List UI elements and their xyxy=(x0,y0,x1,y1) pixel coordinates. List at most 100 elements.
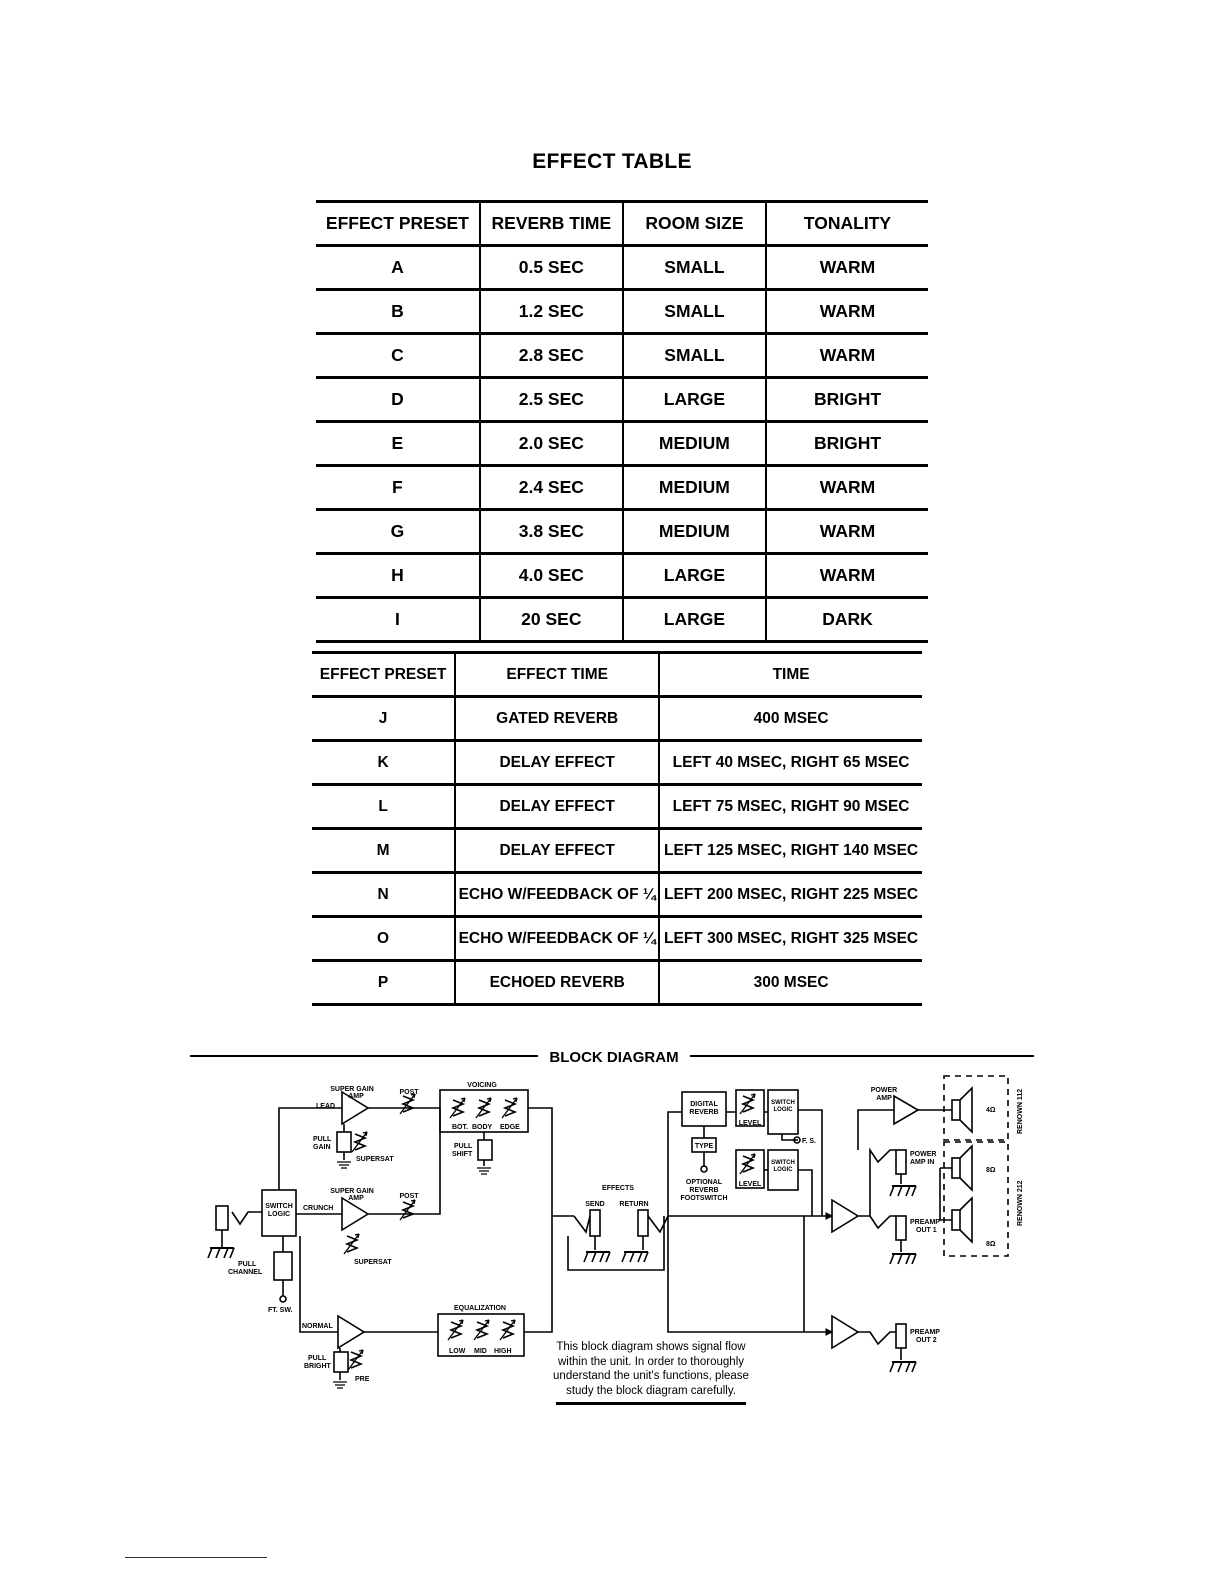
table-cell: B xyxy=(316,289,480,335)
table-cell: F xyxy=(316,465,480,511)
table-cell: MEDIUM xyxy=(621,509,766,555)
table-cell: LARGE xyxy=(621,377,766,423)
table-cell: DELAY EFFECT xyxy=(454,828,660,874)
table-cell: 2.4 SEC xyxy=(478,465,623,511)
table-cell: ECHOED REVERB xyxy=(454,960,660,1006)
table-cell: E xyxy=(316,421,480,467)
effect-table-header-row: EFFECT PRESET REVERB TIME ROOM SIZE TONA… xyxy=(316,200,928,247)
table-cell: M xyxy=(312,828,456,874)
label-ohm-8b: 8Ω xyxy=(986,1241,996,1248)
table-cell: LARGE xyxy=(621,597,766,643)
label-bright: BRIGHT xyxy=(304,1363,332,1370)
label-channel: CHANNEL xyxy=(228,1269,263,1276)
table-cell: 4.0 SEC xyxy=(478,553,623,599)
label-preamp-1: PREAMP xyxy=(910,1219,940,1226)
table-cell: O xyxy=(312,916,456,962)
label-ft-sw: FT. SW. xyxy=(268,1307,293,1314)
label-out1: OUT 1 xyxy=(916,1227,937,1234)
label-body: BODY xyxy=(472,1124,493,1131)
header-tonality: TONALITY xyxy=(764,200,928,247)
table-cell: MEDIUM xyxy=(621,421,766,467)
table-cell: LEFT 125 MSEC, RIGHT 140 MSEC xyxy=(658,828,922,874)
label-edge: EDGE xyxy=(500,1124,520,1131)
table-cell: I xyxy=(316,597,480,643)
caption-underline xyxy=(556,1402,746,1405)
label-renown-212: RENOWN 212 xyxy=(1017,1180,1024,1226)
label-supersat-2: SUPERSAT xyxy=(354,1259,392,1266)
caption-line-1: This block diagram shows signal flow xyxy=(556,1341,746,1353)
effect-table-title: EFFECT TABLE xyxy=(532,150,692,173)
block-diagram-title: BLOCK DIAGRAM xyxy=(549,1049,678,1066)
label-preamp-2: PREAMP xyxy=(910,1329,940,1336)
table-cell: DELAY EFFECT xyxy=(454,784,660,830)
table-cell: LARGE xyxy=(621,553,766,599)
caption-line-3: understand the unit's functions, please xyxy=(553,1370,749,1382)
label-power-2: POWER xyxy=(910,1151,936,1158)
table-cell: 20 SEC xyxy=(478,597,623,643)
label-pull-bright: PULL xyxy=(308,1355,327,1362)
table-cell: DARK xyxy=(764,597,928,643)
label-logic-3: LOGIC xyxy=(774,1167,794,1173)
label-pull-gain-1: PULL xyxy=(313,1136,332,1143)
table-cell: N xyxy=(312,872,456,918)
effect-time-table-header-row: EFFECT PRESET EFFECT TIME TIME xyxy=(312,651,922,698)
table-cell: WARM xyxy=(764,333,928,379)
label-level-1: LEVEL xyxy=(739,1120,762,1127)
label-logic-2: LOGIC xyxy=(774,1107,794,1113)
label-level-2: LEVEL xyxy=(739,1181,762,1188)
label-amp-in: AMP IN xyxy=(910,1159,934,1166)
label-super-gain-amp-2: SUPER GAIN xyxy=(330,1188,374,1195)
label-pull-shift: PULL xyxy=(454,1143,473,1150)
table-cell: BRIGHT xyxy=(764,421,928,467)
table-cell: 300 MSEC xyxy=(658,960,922,1006)
table-cell: H xyxy=(316,553,480,599)
label-post-1: POST xyxy=(399,1089,419,1096)
label-voicing: VOICING xyxy=(467,1082,497,1089)
table-cell: ECHO W/FEEDBACK OF ¼ xyxy=(454,872,660,918)
label-switch-2: SWITCH xyxy=(771,1100,795,1106)
table-cell: 1.2 SEC xyxy=(478,289,623,335)
label-amp-2: AMP xyxy=(348,1195,364,1202)
table-cell: G xyxy=(316,509,480,555)
table-cell: 400 MSEC xyxy=(658,696,922,742)
label-crunch: CRUNCH xyxy=(303,1205,333,1212)
label-high: HIGH xyxy=(494,1348,512,1355)
table-cell: 0.5 SEC xyxy=(478,245,623,291)
label-power-amp: AMP xyxy=(876,1095,892,1102)
label-out2: OUT 2 xyxy=(916,1337,937,1344)
label-mid: MID xyxy=(474,1348,487,1355)
table-cell: LEFT 300 MSEC, RIGHT 325 MSEC xyxy=(658,916,922,962)
label-pull-channel: PULL xyxy=(238,1261,257,1268)
label-effects: EFFECTS xyxy=(602,1185,634,1192)
effect-table: EFFECT PRESET REVERB TIME ROOM SIZE TONA… xyxy=(316,200,928,643)
header-reverb-time: REVERB TIME xyxy=(478,200,623,247)
label-pre: PRE xyxy=(355,1376,370,1383)
table-cell: LEFT 200 MSEC, RIGHT 225 MSEC xyxy=(658,872,922,918)
header-time: TIME xyxy=(658,651,922,698)
table-cell: K xyxy=(312,740,456,786)
label-switch-3: SWITCH xyxy=(771,1160,795,1166)
table-cell: D xyxy=(316,377,480,423)
label-send: SEND xyxy=(585,1201,604,1208)
label-renown-112: RENOWN 112 xyxy=(1017,1089,1024,1134)
label-super-gain-amp-1: SUPER GAIN xyxy=(330,1086,374,1093)
label-reverb-1: REVERB xyxy=(689,1109,718,1116)
table-cell: L xyxy=(312,784,456,830)
table-cell: ECHO W/FEEDBACK OF ¼ xyxy=(454,916,660,962)
label-low: LOW xyxy=(449,1348,466,1355)
label-supersat-1: SUPERSAT xyxy=(356,1156,394,1163)
table-cell: WARM xyxy=(764,289,928,335)
caption-line-2: within the unit. In order to thoroughly xyxy=(557,1355,745,1368)
label-type: TYPE xyxy=(695,1143,714,1150)
